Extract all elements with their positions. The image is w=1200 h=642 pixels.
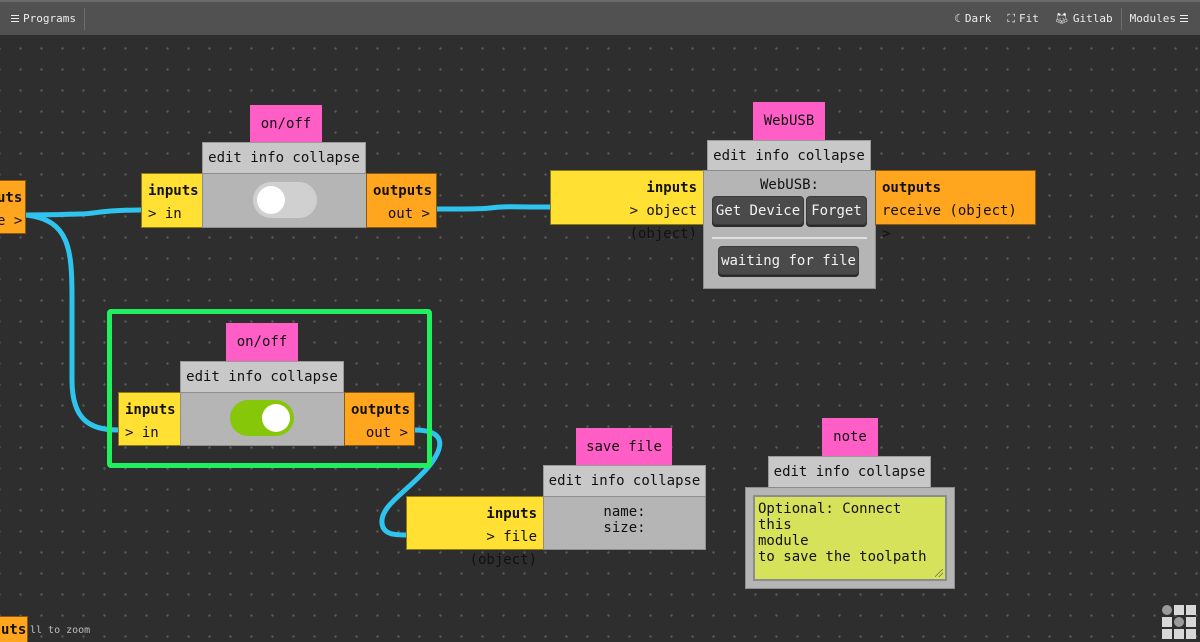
outputs-header: outputs [351, 402, 411, 418]
module-title: on/off [260, 115, 312, 132]
input-port-in[interactable]: > in [125, 425, 159, 441]
divider [712, 237, 867, 239]
get-device-button[interactable]: Get Device [712, 196, 804, 225]
toggle-knob [257, 186, 285, 214]
onoff2-title[interactable]: on/off [226, 323, 298, 361]
hamburger-icon [1180, 15, 1188, 22]
outputs-header: outputs [882, 180, 942, 196]
wire-offscreen-to-onoff2[interactable] [23, 212, 121, 433]
file-name-label: name: [603, 504, 646, 520]
onoff2-outputs: outputs out > [344, 392, 415, 446]
onoff1-outputs: outputs out > [366, 173, 437, 228]
onoff1-title[interactable]: on/off [250, 105, 322, 142]
onoff2-inputs: inputs > in [118, 392, 181, 446]
webusb-controls[interactable]: edit info collapse [707, 140, 871, 171]
fit-label: Fit [1019, 12, 1039, 25]
onoff2-toggle[interactable] [230, 400, 294, 436]
output-port-out[interactable]: out > [387, 206, 430, 222]
module-title: WebUSB [763, 113, 815, 129]
top-toolbar: Programs ☾ Dark ⛶ Fit 🦊︎ Gitlab Modules [0, 0, 1200, 35]
minimap-grid-icon[interactable] [1160, 603, 1198, 641]
edit-info-collapse-links[interactable]: edit info collapse [548, 473, 701, 489]
edit-info-collapse-links[interactable]: edit info collapse [773, 464, 926, 480]
moon-icon: ☾ [954, 12, 961, 25]
inputs-header: inputs [486, 506, 537, 522]
modules-menu-button[interactable]: Modules [1122, 12, 1196, 25]
minimap-cell [1186, 617, 1196, 627]
wire-onoff1-to-webusb[interactable] [433, 204, 555, 212]
dark-mode-button[interactable]: ☾ Dark [946, 12, 999, 25]
onoff2-body [180, 392, 345, 446]
savefile-controls[interactable]: edit info collapse [543, 465, 706, 496]
onoff1-inputs: inputs > in [141, 173, 203, 228]
module-title: save file [586, 439, 662, 455]
toolbar-divider [1120, 7, 1122, 30]
inputs-header: inputs [148, 183, 199, 199]
webusb-inputs: inputs > object (object) [550, 170, 704, 242]
note-textarea[interactable]: Optional: Connect this module to save th… [753, 495, 947, 581]
toolbar-divider [83, 7, 85, 30]
toggle-knob [262, 404, 290, 432]
selection-rectangle[interactable] [107, 309, 432, 468]
outputs-header: uts [0, 190, 23, 206]
output-port-out[interactable]: out > [365, 425, 408, 441]
output-port[interactable]: e > [0, 213, 23, 229]
onoff1-toggle[interactable] [253, 182, 317, 218]
edit-info-collapse-links[interactable]: edit info collapse [186, 369, 338, 385]
forget-button[interactable]: Forget [806, 196, 867, 225]
modules-label: Modules [1129, 12, 1176, 25]
module-title: note [833, 429, 867, 445]
savefile-inputs: inputs > file (object) [406, 496, 544, 568]
inputs-header: inputs [125, 402, 176, 418]
minimap-cell [1162, 629, 1172, 639]
minimap-cell [1174, 617, 1184, 627]
onoff1-controls[interactable]: edit info collapse [202, 142, 366, 173]
edit-info-collapse-links[interactable]: edit info collapse [208, 150, 360, 166]
webusb-outputs: outputs receive (object) > [875, 170, 1036, 242]
hamburger-icon [11, 15, 19, 22]
gitlab-link[interactable]: 🦊︎ Gitlab [1047, 12, 1121, 25]
output-port-receive[interactable]: receive (object) > [882, 203, 1017, 242]
note-controls[interactable]: edit info collapse [768, 456, 931, 487]
minimap-cell [1174, 605, 1184, 615]
minimap-cell [1186, 605, 1196, 615]
onoff1-body [202, 173, 367, 228]
savefile-body: name: size: [543, 496, 706, 550]
outputs-header: outputs [373, 183, 433, 199]
resize-handle-icon[interactable] [935, 569, 943, 577]
file-size-label: size: [603, 520, 646, 536]
dark-label: Dark [964, 12, 992, 25]
programs-menu-button[interactable]: Programs [3, 12, 84, 25]
gitlab-label: Gitlab [1072, 12, 1113, 25]
zoom-hint: ll to zoom [30, 625, 91, 636]
fit-screen-icon: ⛶ [1007, 11, 1016, 25]
bottom-module-outputs: uts [0, 616, 28, 642]
input-port-in[interactable]: > in [148, 206, 182, 222]
module-title: on/off [236, 334, 288, 350]
minimap-cell [1174, 629, 1184, 639]
note-title[interactable]: note [822, 418, 878, 456]
note-body: Optional: Connect this module to save th… [745, 487, 955, 589]
offscreen-module-outputs: uts e > [0, 180, 26, 234]
gitlab-icon: 🦊︎ [1054, 12, 1069, 25]
wire-offscreen-to-onoff1[interactable] [23, 207, 143, 218]
minimap-cell [1186, 629, 1196, 639]
webusb-body: WebUSB: Get Device Forget waiting for fi… [703, 170, 876, 289]
input-port-object[interactable]: > object (object) [629, 203, 697, 242]
webusb-label: WebUSB: [759, 177, 819, 193]
minimap-cell [1162, 617, 1172, 627]
onoff2-controls[interactable]: edit info collapse [180, 361, 344, 392]
inputs-header: inputs [646, 180, 697, 196]
webusb-title[interactable]: WebUSB [753, 102, 825, 140]
input-port-file[interactable]: > file (object) [469, 529, 537, 568]
outputs-header: uts [1, 622, 27, 638]
programs-label: Programs [23, 12, 76, 25]
waiting-for-file-button[interactable]: waiting for file [718, 246, 859, 275]
fit-button[interactable]: ⛶ Fit [999, 12, 1047, 26]
savefile-title[interactable]: save file [576, 428, 672, 466]
edit-info-collapse-links[interactable]: edit info collapse [713, 148, 865, 164]
minimap-cell [1162, 605, 1172, 615]
